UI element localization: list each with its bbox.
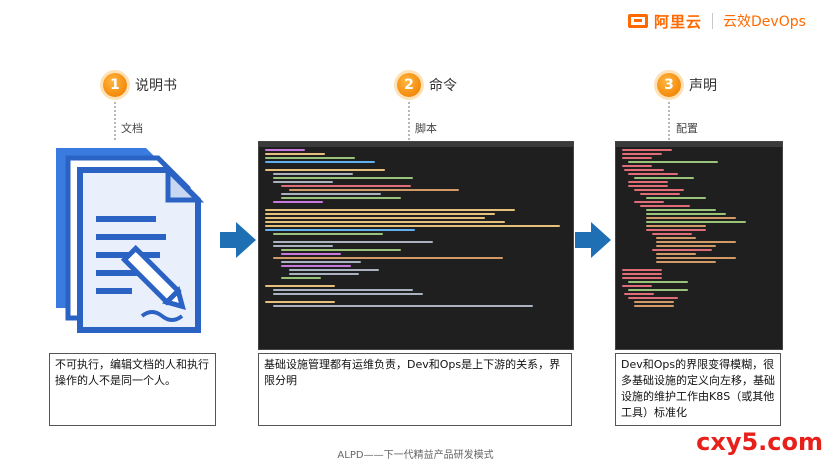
right-arrow-icon — [220, 222, 256, 258]
aliyun-logo-icon — [628, 14, 648, 28]
step-2-caption: 基础设施管理都有运维负责，Dev和Ops是上下游的关系，界限分明 — [258, 353, 572, 426]
step-2-sublabel: 脚本 — [415, 122, 437, 135]
step-2-number: 2 — [397, 73, 421, 97]
step-3-connector — [668, 102, 670, 140]
script-code-screenshot — [258, 141, 574, 350]
step-3-title: 声明 — [689, 78, 717, 94]
right-arrow-icon — [575, 222, 611, 258]
step-1-sublabel: 文档 — [121, 122, 143, 135]
footer-text: ALPD——下一代精益产品研发模式 — [337, 450, 494, 461]
logo-divider — [712, 13, 714, 29]
step-3-number: 3 — [657, 73, 681, 97]
documents-with-pen-icon — [56, 148, 205, 333]
step-2-connector — [408, 102, 410, 140]
step-3-caption: Dev和Ops的界限变得模糊，很多基础设施的定义向左移，基础设施的维护工作由K8… — [615, 353, 781, 426]
step-2-title: 命令 — [429, 78, 457, 94]
config-code-screenshot — [615, 141, 783, 350]
header-logo: 阿里云 云效DevOps — [628, 10, 806, 32]
step-3-sublabel: 配置 — [676, 122, 698, 135]
step-1-title: 说明书 — [135, 78, 177, 94]
product-name: 云效DevOps — [723, 14, 806, 30]
step-1-number: 1 — [103, 73, 127, 97]
step-1-connector — [114, 102, 116, 140]
step-1-caption: 不可执行，编辑文档的人和执行操作的人不是同一个人。 — [49, 353, 216, 426]
watermark: cxy5.com — [696, 428, 823, 456]
brand-name: 阿里云 — [654, 12, 703, 31]
